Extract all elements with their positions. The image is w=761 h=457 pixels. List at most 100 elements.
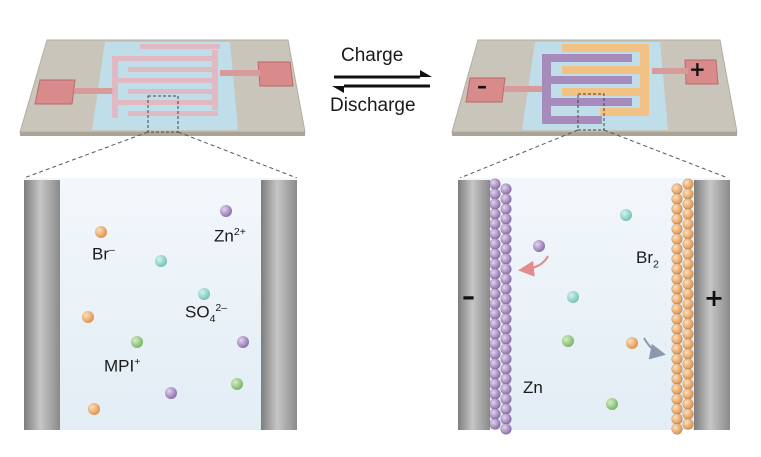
deposit-sphere bbox=[489, 218, 501, 230]
ion-label-zn: Zn2+ bbox=[214, 226, 246, 246]
deposit-sphere bbox=[671, 403, 683, 415]
charge-label: Charge bbox=[341, 45, 404, 66]
right-zn-electrode bbox=[542, 54, 632, 124]
deposit-sphere bbox=[682, 328, 694, 340]
deposit-sphere bbox=[682, 178, 694, 190]
deposit-sphere bbox=[500, 313, 512, 325]
deposit-sphere bbox=[671, 273, 683, 285]
deposit-sphere bbox=[489, 338, 501, 350]
deposit-sphere bbox=[671, 383, 683, 395]
cathode-sign: + bbox=[704, 284, 725, 312]
deposit-sphere bbox=[682, 308, 694, 320]
deposit-sphere bbox=[500, 203, 512, 215]
deposit-sphere bbox=[500, 283, 512, 295]
deposit-sphere bbox=[682, 218, 694, 230]
deposit-sphere bbox=[500, 393, 512, 405]
deposit-sphere bbox=[489, 318, 501, 330]
br2-label: Br2 bbox=[636, 248, 659, 271]
deposit-sphere bbox=[500, 413, 512, 425]
deposit-sphere bbox=[671, 343, 683, 355]
deposit-sphere bbox=[671, 363, 683, 375]
left-pad-right bbox=[257, 61, 294, 87]
deposit-sphere bbox=[500, 253, 512, 265]
deposit-sphere bbox=[682, 248, 694, 260]
deposit-sphere bbox=[500, 273, 512, 285]
right-cell-zoom bbox=[458, 178, 730, 435]
deposit-sphere bbox=[682, 288, 694, 300]
deposit-sphere bbox=[671, 313, 683, 325]
right-zoom-box bbox=[577, 93, 605, 131]
ion-label-so4: SO42– bbox=[185, 302, 228, 326]
left-pad-left bbox=[34, 79, 76, 105]
deposit-sphere bbox=[489, 368, 501, 380]
deposit-sphere bbox=[489, 388, 501, 400]
deposit-sphere bbox=[682, 268, 694, 280]
deposit-sphere bbox=[500, 333, 512, 345]
left-zoom-line-1 bbox=[23, 131, 149, 179]
deposit-sphere bbox=[500, 363, 512, 375]
right-lead-right bbox=[652, 68, 688, 74]
deposit-sphere bbox=[500, 383, 512, 395]
deposit-sphere bbox=[489, 298, 501, 310]
deposit-sphere bbox=[489, 418, 501, 430]
deposit-sphere bbox=[489, 238, 501, 250]
deposit-sphere bbox=[682, 348, 694, 360]
deposit-sphere bbox=[489, 268, 501, 280]
zn-deposit-layer bbox=[489, 178, 512, 435]
deposit-sphere bbox=[682, 188, 694, 200]
deposit-sphere bbox=[489, 408, 501, 420]
deposit-sphere bbox=[671, 213, 683, 225]
deposit-sphere bbox=[682, 258, 694, 270]
left-lead-left bbox=[74, 88, 114, 94]
deposit-sphere bbox=[682, 338, 694, 350]
deposit-sphere bbox=[500, 423, 512, 435]
deposit-sphere bbox=[500, 263, 512, 275]
left-ion-particles bbox=[82, 205, 249, 415]
ion-label-br: Br– bbox=[92, 244, 115, 264]
deposit-sphere bbox=[489, 188, 501, 200]
deposit-sphere bbox=[671, 233, 683, 245]
deposit-sphere bbox=[671, 323, 683, 335]
deposit-sphere bbox=[489, 398, 501, 410]
left-zoom-box bbox=[147, 95, 179, 133]
right-ion-particles bbox=[533, 209, 638, 410]
deposit-sphere bbox=[682, 228, 694, 240]
deposit-sphere bbox=[671, 373, 683, 385]
deposit-sphere bbox=[500, 323, 512, 335]
left-substrate-edge bbox=[20, 132, 305, 136]
deposit-sphere bbox=[500, 303, 512, 315]
deposit-sphere bbox=[671, 423, 683, 435]
br-deposit-layer bbox=[671, 178, 694, 435]
deposit-sphere bbox=[489, 208, 501, 220]
left-wall-a bbox=[24, 180, 60, 430]
left-lead-right bbox=[220, 70, 260, 76]
deposit-sphere bbox=[500, 343, 512, 355]
deposit-sphere bbox=[500, 183, 512, 195]
deposit-sphere bbox=[489, 348, 501, 360]
deposit-sphere bbox=[671, 243, 683, 255]
deposit-sphere bbox=[682, 418, 694, 430]
left-wall-b bbox=[261, 180, 297, 430]
deposit-sphere bbox=[489, 308, 501, 320]
deposit-sphere bbox=[671, 263, 683, 275]
left-electrodes bbox=[112, 44, 220, 118]
deposit-sphere bbox=[489, 378, 501, 390]
right-wall-anode bbox=[458, 180, 490, 430]
deposit-sphere bbox=[671, 203, 683, 215]
deposit-sphere bbox=[671, 303, 683, 315]
deposit-sphere bbox=[682, 378, 694, 390]
deposit-sphere bbox=[500, 193, 512, 205]
left-electrolyte-area bbox=[92, 42, 238, 130]
deposit-sphere bbox=[682, 398, 694, 410]
right-pad-neg bbox=[465, 77, 506, 103]
deposit-sphere bbox=[671, 393, 683, 405]
right-br-electrode bbox=[562, 44, 649, 116]
left-electrolyte bbox=[24, 178, 297, 430]
deposit-sphere bbox=[671, 253, 683, 265]
deposit-sphere bbox=[682, 318, 694, 330]
deposit-sphere bbox=[489, 258, 501, 270]
deposit-sphere bbox=[671, 413, 683, 425]
deposit-sphere bbox=[671, 353, 683, 365]
deposit-sphere bbox=[500, 353, 512, 365]
